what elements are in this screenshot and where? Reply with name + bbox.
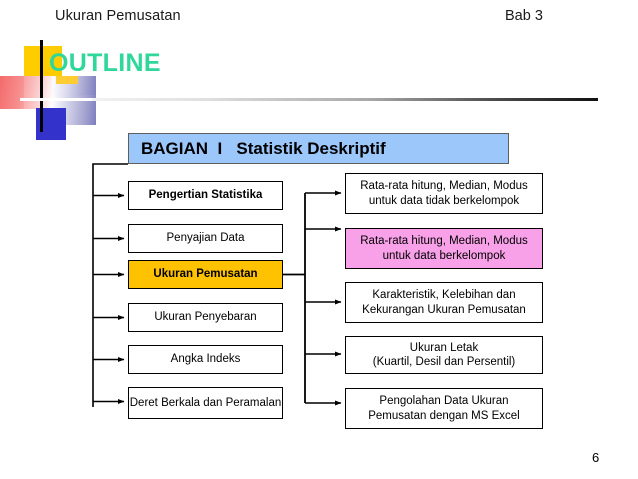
deco-yellow-strip (56, 76, 78, 84)
deco-white-divider-strip (20, 98, 92, 101)
right-item-line1: Rata-rata hitung, Median, Modus (360, 235, 528, 248)
right-item-label: Ukuran Letak (Kuartil, Desil dan Persent… (373, 341, 516, 369)
section-title-bar: BAGIAN I Statistik Deskriptif (128, 133, 509, 164)
right-item-line1: Karakteristik, Kelebihan dan (372, 289, 516, 302)
right-item-ukuran-letak[interactable]: Ukuran Letak (Kuartil, Desil dan Persent… (345, 336, 543, 374)
left-item-label: Pengertian Statistika (148, 189, 263, 202)
header-title-left: Ukuran Pemusatan (55, 8, 181, 24)
page-number: 6 (592, 450, 600, 465)
right-item-line2: untuk data tidak berkelompok (368, 194, 520, 207)
left-item-label: Angka Indeks (170, 353, 241, 366)
right-item-line2: untuk data berkelompok (382, 249, 506, 262)
right-item-label: Karakteristik, Kelebihan dan Kekurangan … (362, 288, 526, 316)
right-item-label: Rata-rata hitung, Median, Modus untuk da… (360, 179, 527, 207)
deco-yellow-square (24, 46, 62, 81)
left-item-label: Ukuran Pemusatan (153, 268, 258, 281)
right-item-label: Pengolahan Data Ukuran Pemusatan dengan … (368, 394, 520, 422)
deco-vertical-black-bar (40, 40, 43, 132)
left-item-penyajian-data[interactable]: Penyajian Data (128, 224, 283, 253)
left-item-ukuran-pemusatan[interactable]: Ukuran Pemusatan (128, 260, 283, 289)
right-item-line1: Rata-rata hitung, Median, Modus (360, 180, 528, 193)
right-item-karakteristik-kelebihan-kekurangan[interactable]: Karakteristik, Kelebihan dan Kekurangan … (345, 282, 543, 323)
right-item-mean-median-modus-tidak-berkelompok[interactable]: Rata-rata hitung, Median, Modus untuk da… (345, 173, 543, 214)
right-item-mean-median-modus-berkelompok[interactable]: Rata-rata hitung, Median, Modus untuk da… (345, 228, 543, 269)
left-item-label: Deret Berkala dan Peramalan (129, 396, 282, 409)
right-item-line1: Ukuran Letak (409, 341, 479, 354)
right-item-pengolahan-data-ms-excel[interactable]: Pengolahan Data Ukuran Pemusatan dengan … (345, 388, 543, 429)
left-item-angka-indeks[interactable]: Angka Indeks (128, 345, 283, 374)
page-title: OUTLINE (49, 49, 161, 77)
left-item-label: Ukuran Penyebaran (154, 311, 257, 324)
right-item-line2: (Kuartil, Desil dan Persentil) (372, 356, 516, 368)
right-item-line1: Pengolahan Data Ukuran (379, 395, 509, 408)
deco-red-light-block (24, 76, 52, 109)
header-chapter-right: Bab 3 (505, 8, 543, 24)
left-item-pengertian-statistika[interactable]: Pengertian Statistika (128, 181, 283, 210)
left-item-label: Penyajian Data (166, 232, 245, 245)
right-item-line2: Kekurangan Ukuran Pemusatan (362, 303, 526, 316)
left-item-deret-berkala[interactable]: Deret Berkala dan Peramalan (128, 387, 283, 419)
right-item-line2: Pemusatan dengan MS Excel (368, 409, 520, 422)
right-item-label: Rata-rata hitung, Median, Modus untuk da… (360, 234, 527, 262)
left-item-ukuran-penyebaran[interactable]: Ukuran Penyebaran (128, 303, 283, 332)
header-divider-rule (92, 98, 598, 101)
